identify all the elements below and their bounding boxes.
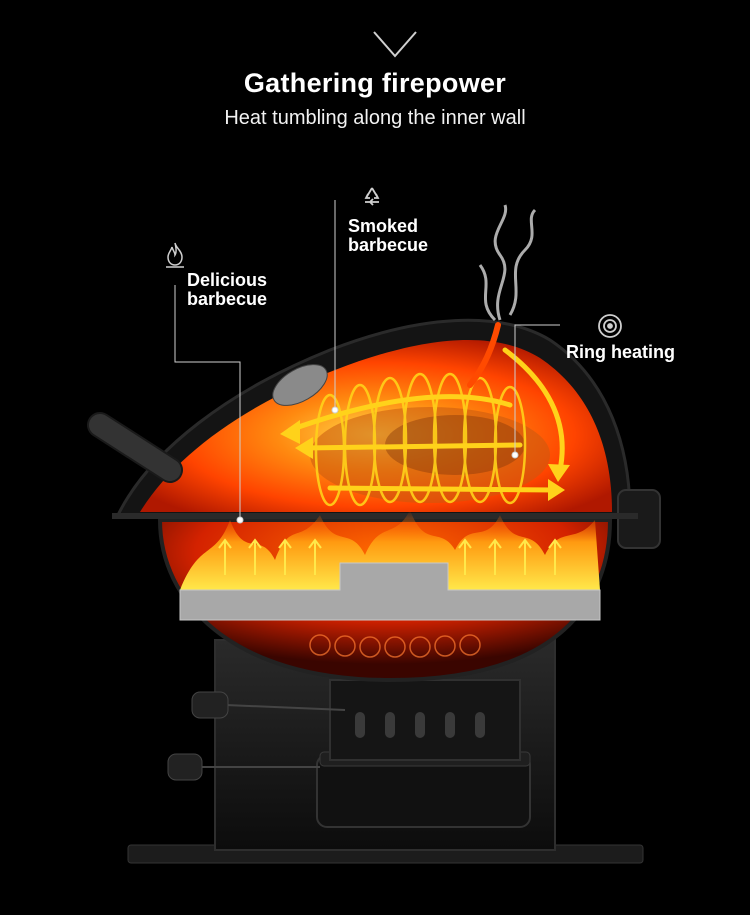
callout-line: barbecue <box>187 289 268 309</box>
callout-smoked-barbecue: Smoked barbecue <box>348 217 428 255</box>
lid-handle[interactable] <box>87 412 183 483</box>
callout-line: Delicious <box>187 270 268 290</box>
smoke-plume <box>478 204 537 322</box>
lid-thermometer <box>272 364 328 406</box>
control-knob[interactable] <box>167 753 320 781</box>
callout-line: barbecue <box>348 235 429 255</box>
flame-icon <box>166 242 184 268</box>
roast-chicken <box>310 407 550 503</box>
scroll-down-chevron-icon <box>373 31 417 58</box>
callout-ring-heating: Ring heating <box>566 343 675 362</box>
page-subtitle: Heat tumbling along the inner wall <box>224 107 526 129</box>
callout-line: Smoked <box>348 216 419 236</box>
cooking-grate <box>179 562 601 621</box>
concentric-rings-icon <box>598 314 622 338</box>
heat-flow-arrows <box>287 347 565 493</box>
control-knob[interactable] <box>191 691 346 719</box>
rising-heat-arrows <box>218 538 562 575</box>
page-title: Gathering firepower <box>243 68 507 98</box>
recycle-icon <box>364 187 380 206</box>
callout-leader-lines <box>174 200 560 524</box>
callout-line: Ring heating <box>566 342 675 362</box>
callout-delicious-barbecue: Delicious barbecue <box>187 271 267 309</box>
